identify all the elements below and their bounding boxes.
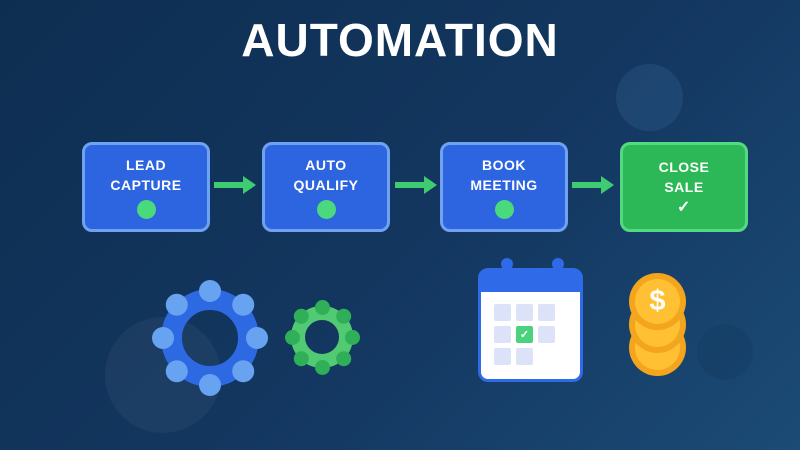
step-label-line2: MEETING: [470, 177, 538, 193]
flow-step-book-meeting: BOOK MEETING: [440, 142, 568, 232]
step-label-line1: LEAD: [125, 157, 167, 173]
page-title: AUTOMATION: [241, 14, 559, 66]
calendar-day-cell: [516, 304, 533, 321]
arrow-right-icon: [395, 176, 437, 194]
status-dot-icon: [494, 200, 514, 219]
status-dot-icon: [136, 200, 156, 219]
calendar-header: [481, 271, 580, 292]
dollar-sign: $: [649, 285, 666, 317]
coin: [629, 273, 686, 330]
status-dot-icon: [316, 200, 336, 219]
calendar-day-cell: [494, 326, 511, 343]
arrow-right-icon: [572, 176, 614, 194]
step-label-line1: CLOSE: [658, 159, 710, 175]
calendar-day-cell: [494, 304, 511, 321]
checkmark-icon: ✓: [677, 199, 691, 216]
calendar-binder-ring: [501, 258, 513, 270]
flow-step-close-sale: CLOSE SALE ✓: [620, 142, 748, 232]
background-circle: [697, 324, 753, 380]
calendar-grid: ✓: [494, 304, 555, 365]
step-label-line1: AUTO: [305, 157, 347, 173]
calendar-icon: ✓: [478, 258, 583, 382]
background-circle: [616, 64, 683, 131]
calendar-binder-ring: [552, 258, 564, 270]
calendar-day-cell: [516, 348, 533, 365]
calendar-day-cell: [494, 348, 511, 365]
calendar-checked-day-cell: ✓: [516, 326, 533, 343]
step-label-line1: BOOK: [482, 157, 526, 173]
flow-step-lead-capture: LEAD CAPTURE: [82, 142, 210, 232]
calendar-day-cell: [538, 326, 555, 343]
step-label-line2: QUALIFY: [293, 177, 359, 193]
step-label-line2: CAPTURE: [110, 177, 182, 193]
flow-step-auto-qualify: AUTO QUALIFY: [262, 142, 390, 232]
arrow-right-icon: [214, 176, 256, 194]
step-label-line2: SALE: [664, 179, 704, 195]
calendar-day-cell: [538, 304, 555, 321]
